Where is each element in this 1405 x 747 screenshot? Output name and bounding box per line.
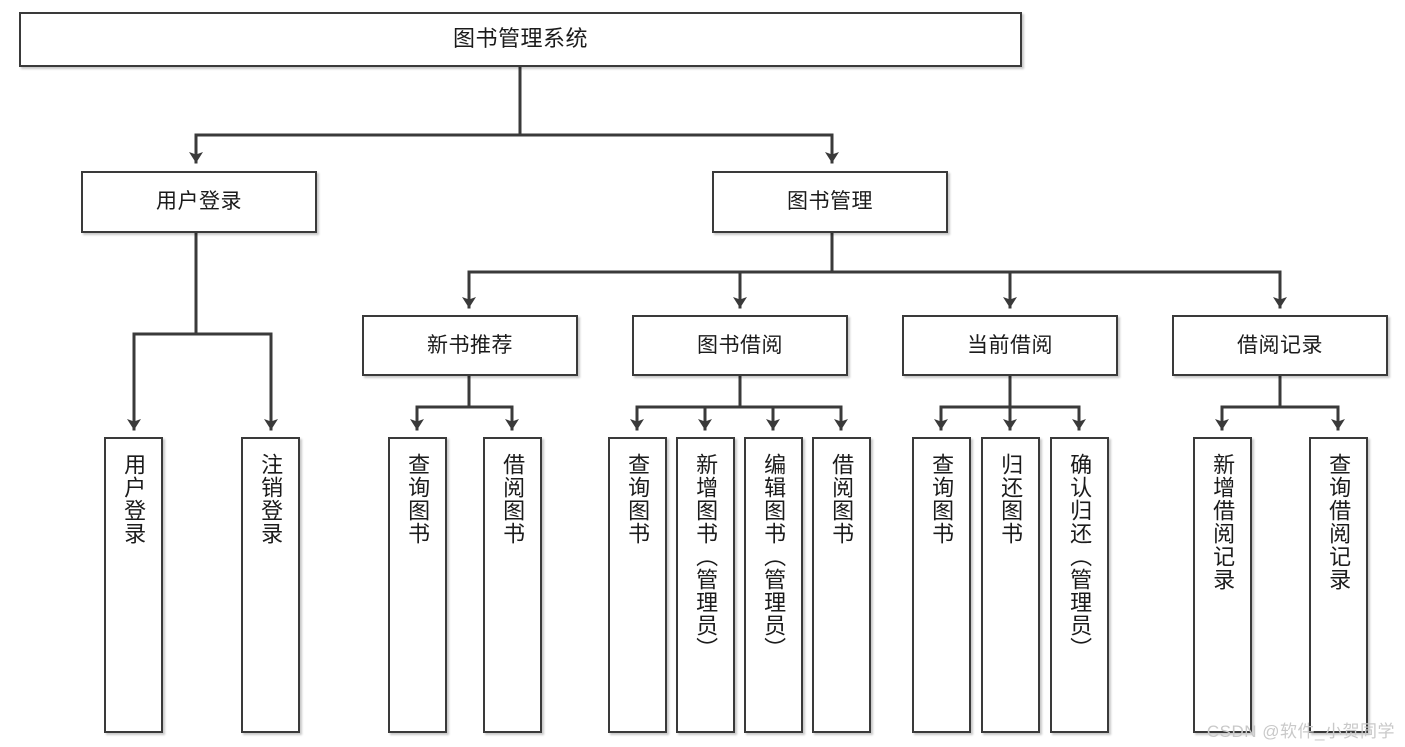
node-leaf-query-books-current[interactable]: 查询图书 [912, 437, 971, 733]
node-leaf-add-book-admin[interactable]: 新增图书（管理员） [676, 437, 735, 733]
node-label: 归还图书 [998, 453, 1024, 545]
node-label: 图书管理系统 [452, 26, 588, 52]
node-label: 图书借阅 [697, 333, 783, 357]
csdn-watermark: CSDN @软件_小贺同学 [1206, 722, 1395, 741]
node-leaf-logout[interactable]: 注销登录 [241, 437, 300, 733]
node-label: 编辑图书（管理员） [761, 453, 787, 660]
node-leaf-query-books-recommendation[interactable]: 查询图书 [388, 437, 447, 733]
node-label: 借阅图书 [829, 453, 855, 545]
node-book-management[interactable]: 图书管理 [712, 171, 948, 233]
node-leaf-edit-book-admin[interactable]: 编辑图书（管理员） [744, 437, 803, 733]
node-label: 新增借阅记录 [1210, 453, 1236, 591]
node-label: 确认归还（管理员） [1067, 453, 1093, 660]
node-label: 新增图书（管理员） [693, 453, 719, 660]
node-current-borrowing[interactable]: 当前借阅 [902, 315, 1118, 376]
node-label: 查询借阅记录 [1326, 453, 1352, 591]
node-leaf-confirm-return-admin[interactable]: 确认归还（管理员） [1050, 437, 1109, 733]
node-leaf-borrow-books-recommendation[interactable]: 借阅图书 [483, 437, 542, 733]
node-label: 图书管理 [787, 190, 873, 214]
node-label: 查询图书 [929, 453, 955, 545]
node-new-book-recommendation[interactable]: 新书推荐 [362, 315, 578, 376]
node-leaf-borrow-books[interactable]: 借阅图书 [812, 437, 871, 733]
node-leaf-query-books-borrowing[interactable]: 查询图书 [608, 437, 667, 733]
node-label: 查询图书 [405, 453, 431, 545]
node-label: 用户登录 [121, 453, 147, 545]
node-label: 借阅图书 [500, 453, 526, 545]
node-leaf-query-borrowing-record[interactable]: 查询借阅记录 [1309, 437, 1368, 733]
node-user-login[interactable]: 用户登录 [81, 171, 317, 233]
node-label: 查询图书 [625, 453, 651, 545]
node-label: 新书推荐 [427, 333, 513, 357]
node-borrowing-records[interactable]: 借阅记录 [1172, 315, 1388, 376]
node-root-book-management-system[interactable]: 图书管理系统 [19, 12, 1022, 67]
node-leaf-return-books[interactable]: 归还图书 [981, 437, 1040, 733]
node-book-borrowing[interactable]: 图书借阅 [632, 315, 848, 376]
node-label: 用户登录 [156, 190, 242, 214]
node-leaf-add-borrowing-record[interactable]: 新增借阅记录 [1193, 437, 1252, 733]
node-label: 当前借阅 [967, 333, 1053, 357]
node-label: 注销登录 [258, 453, 284, 545]
node-leaf-user-login[interactable]: 用户登录 [104, 437, 163, 733]
node-label: 借阅记录 [1237, 333, 1323, 357]
